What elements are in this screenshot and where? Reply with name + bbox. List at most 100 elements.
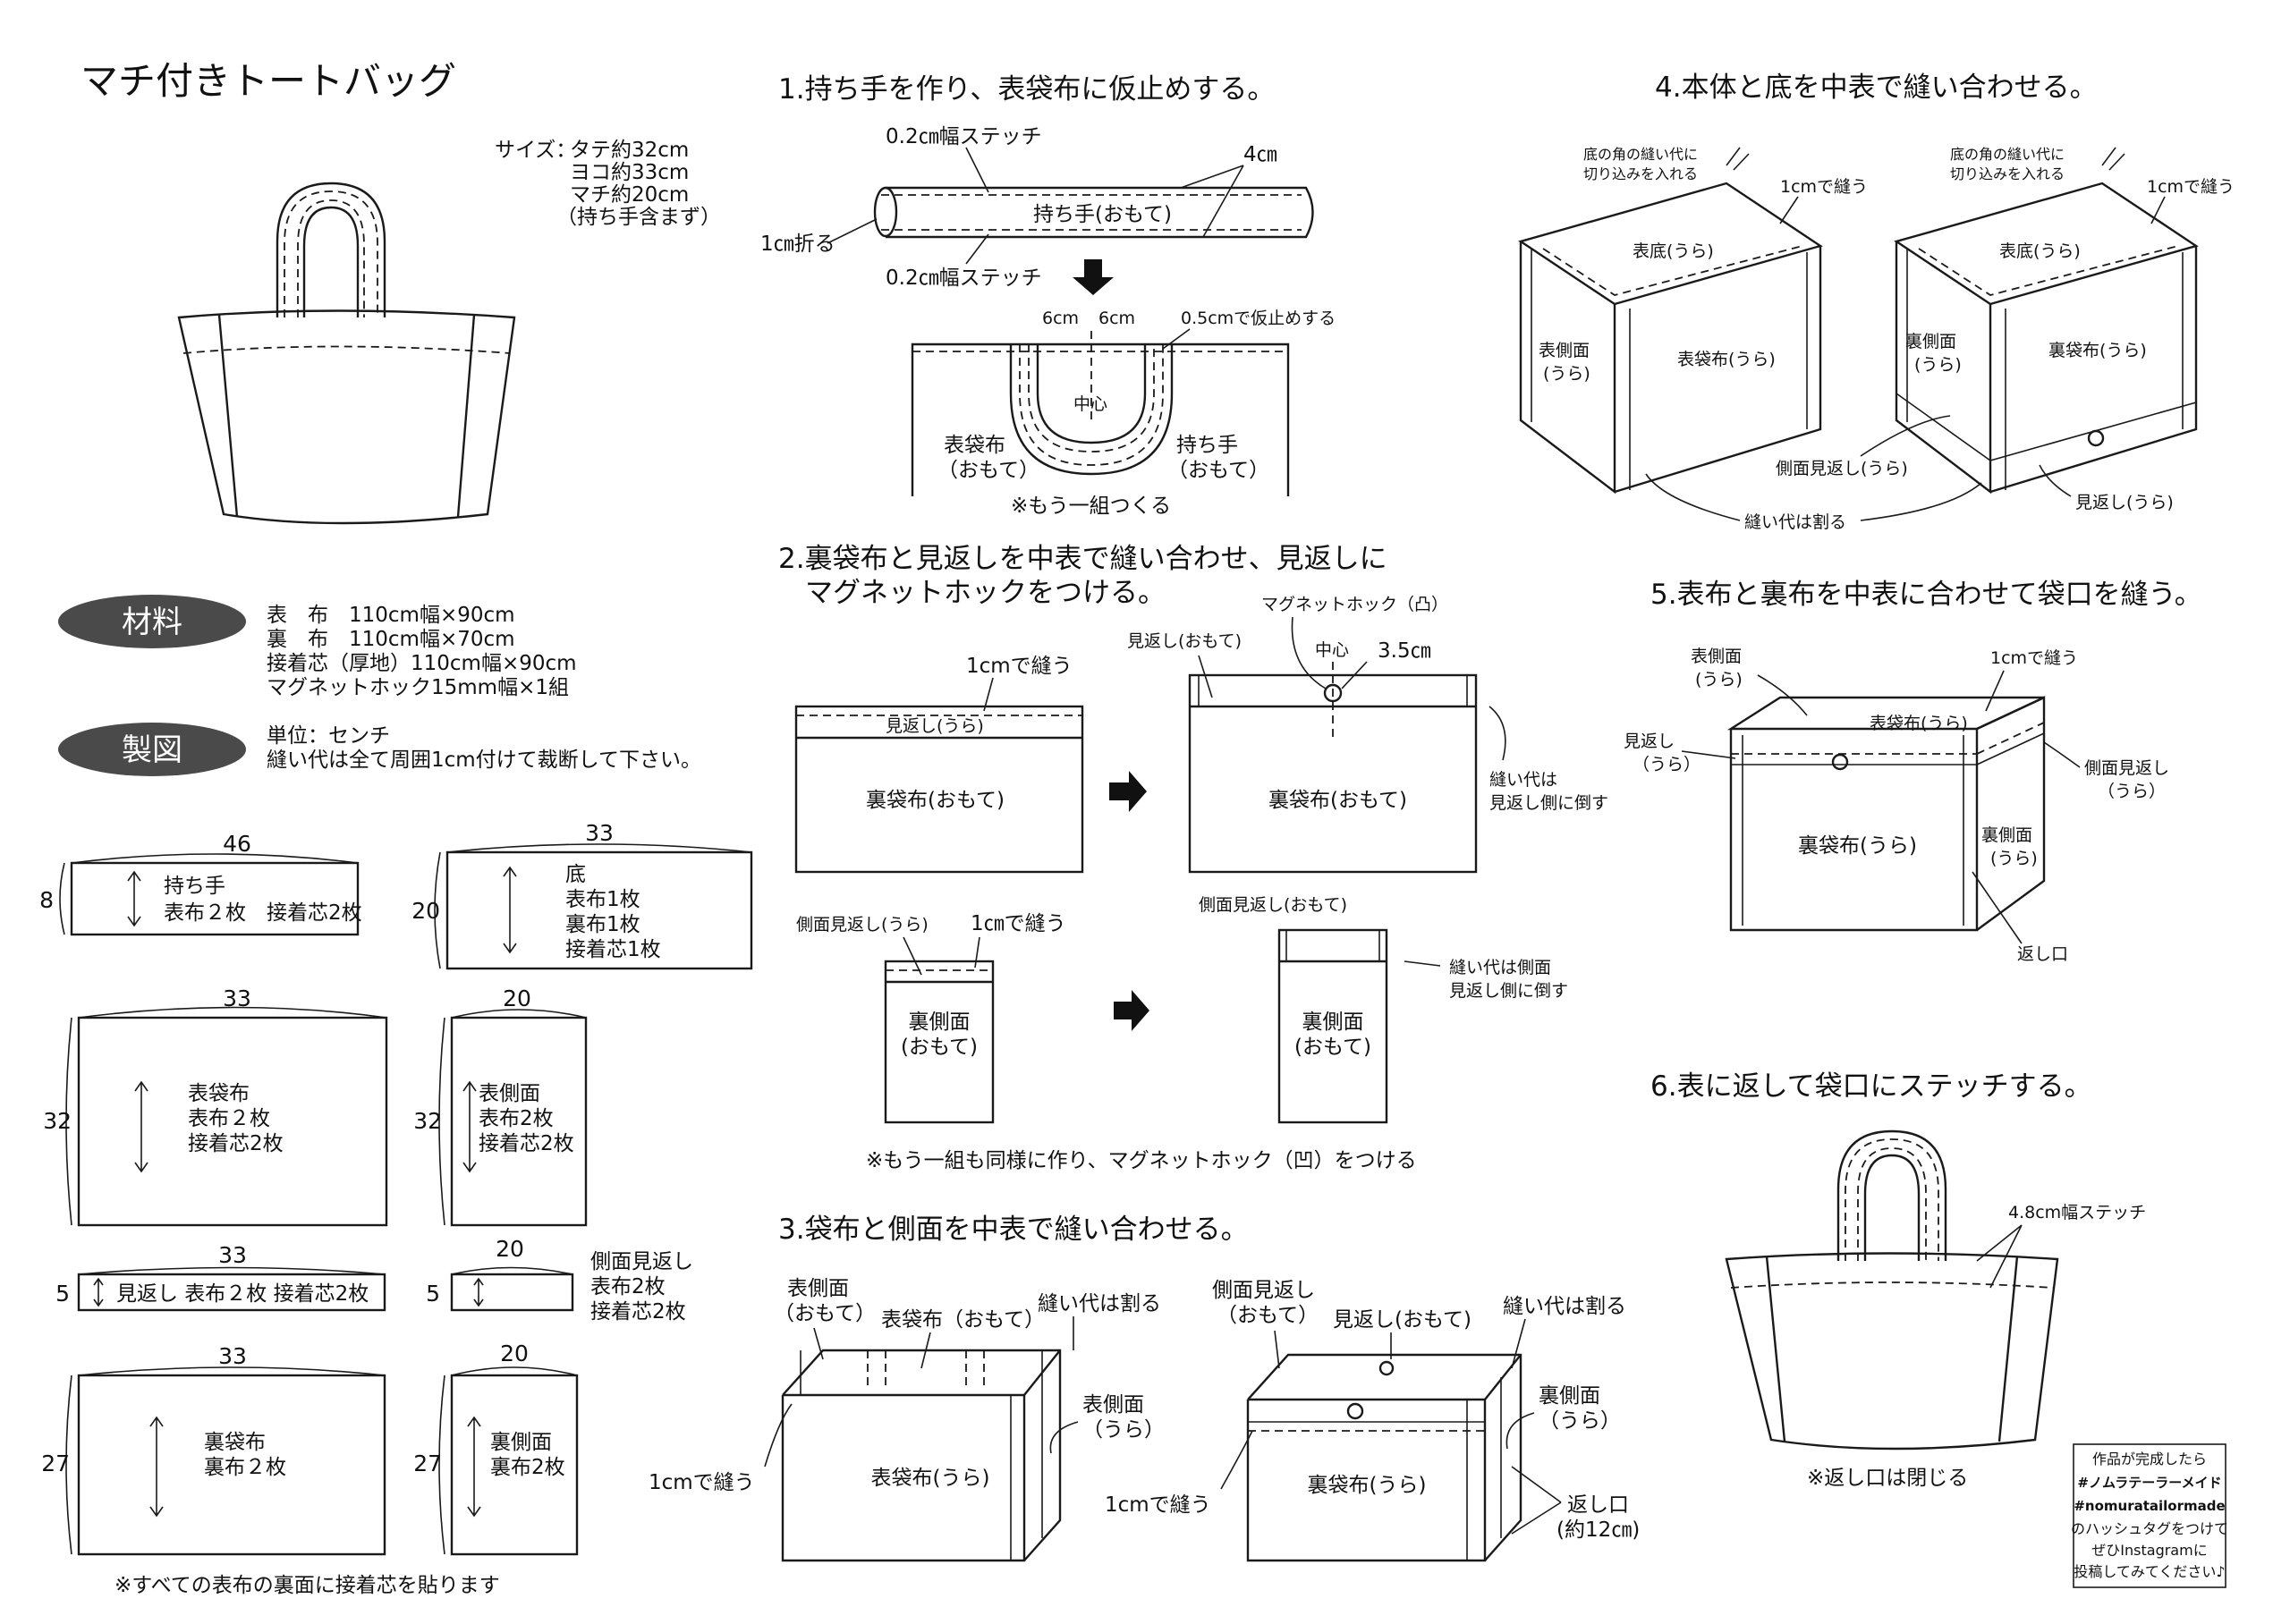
dimension-width: 20 bbox=[500, 1341, 529, 1366]
sew-label: 1cmで縫う bbox=[1105, 1493, 1211, 1517]
materials-section: 材料 表 布 110cm幅×90cm 裏 布 110cm幅×70cm 接着芯（厚… bbox=[58, 595, 577, 699]
material-line: マグネットホック15mm幅×1組 bbox=[267, 676, 569, 699]
pattern-piece-side-facing: 20 5 側面見返し 表布2枚 接着芯2枚 bbox=[426, 1236, 693, 1324]
dimension-width: 20 bbox=[503, 985, 531, 1011]
right-arrow-icon bbox=[1114, 990, 1149, 1031]
hashtag-line: #ノムラテーラーメイド bbox=[2077, 1475, 2221, 1491]
side-label: 表側面 bbox=[1082, 1393, 1144, 1417]
facing-label: （うら） bbox=[1633, 755, 1701, 774]
page-title: マチ付きトートバッグ bbox=[81, 59, 456, 103]
pattern-line: 縫い代は全て周囲1cm付けて裁断して下さい。 bbox=[267, 749, 701, 772]
step2: 2.裏袋布と見返しを中表で縫い合わせ、見返しに マグネットホックをつける。 見返… bbox=[778, 543, 1608, 1172]
bottom-label: 表袋布(うら) bbox=[1870, 714, 1968, 733]
side-lining-label: 裏側面 bbox=[1302, 1011, 1364, 1034]
outer-label: 表袋布（おもて） bbox=[881, 1308, 1045, 1332]
stitch-label: 4.8cm幅ステッチ bbox=[2008, 1203, 2146, 1222]
dimension-width: 46 bbox=[223, 831, 251, 857]
side-lining-label: 裏側面 bbox=[909, 1011, 971, 1034]
piece-label: 表布1枚 bbox=[565, 888, 640, 911]
hashtag-line: 作品が完成したら bbox=[2092, 1451, 2207, 1468]
piece-label: 側面見返し bbox=[590, 1250, 693, 1273]
notch-label: 底の角の縫い代に bbox=[1950, 146, 2065, 163]
magnet-icon bbox=[1378, 1360, 1395, 1376]
baste-label: 0.5cmで仮止めする bbox=[1181, 309, 1336, 328]
bottom-label: 表底(うら) bbox=[1999, 241, 2081, 261]
finished-bag-illustration bbox=[177, 182, 516, 525]
dimension-height: 8 bbox=[39, 887, 54, 913]
dimension-width: 33 bbox=[218, 1242, 247, 1268]
side-label: 表側面 bbox=[787, 1277, 849, 1300]
piece-label: 裏側面 bbox=[490, 1431, 552, 1454]
dimension-width: 33 bbox=[585, 820, 614, 846]
size-line: ヨコ約33cm bbox=[570, 161, 689, 184]
notch-label: 底の角の縫い代に bbox=[1583, 146, 1698, 163]
piece-label: 表布２枚 bbox=[188, 1107, 270, 1130]
pattern-badge bbox=[58, 723, 246, 776]
facing-label: 見返し bbox=[1624, 732, 1675, 751]
material-line: 接着芯（厚地）110cm幅×90cm bbox=[267, 652, 577, 675]
press-label: 縫い代は側面 bbox=[1449, 958, 1551, 977]
magnet-icon bbox=[1323, 683, 1343, 703]
material-line: 裏 布 110cm幅×70cm bbox=[267, 628, 515, 651]
size-line: タテ約32cm bbox=[570, 139, 689, 162]
dimension-height: 32 bbox=[413, 1108, 442, 1134]
press-label: 見返し側に倒す bbox=[1449, 981, 1568, 1001]
step6: 6.表に返して袋口にステッチする。 4.8cm幅ステッチ ※返し口は閉じる bbox=[1650, 1070, 2146, 1490]
stitch-label: 0.2㎝幅ステッチ bbox=[886, 266, 1042, 290]
piece-label: 裏袋布 bbox=[204, 1431, 266, 1454]
side-facing-label: 側面見返し(おもて) bbox=[1199, 895, 1347, 915]
strap-label: 持ち手(おもて) bbox=[1033, 203, 1172, 226]
side-facing-label: 側面見返し bbox=[2084, 758, 2169, 778]
side-label: 裏側面 bbox=[1905, 332, 1956, 351]
side-label: （うら） bbox=[1082, 1418, 1165, 1442]
hashtag-line: #nomuratailormade bbox=[2074, 1498, 2225, 1514]
step2-title: 2.裏袋布と見返しを中表で縫い合わせ、見返しに bbox=[778, 543, 1387, 575]
dimension-width: 20 bbox=[496, 1236, 524, 1262]
press-label: 縫い代は bbox=[1489, 770, 1557, 790]
magnet-icon bbox=[1346, 1402, 1364, 1420]
fold-label: 1㎝折る bbox=[760, 233, 835, 256]
hashtag-box: 作品が完成したら #ノムラテーラーメイド #nomuratailormade の… bbox=[2071, 1443, 2228, 1588]
side-label: (うら) bbox=[1543, 364, 1590, 384]
piece-label: 表側面 bbox=[479, 1082, 540, 1105]
open-label: 縫い代は割る bbox=[1744, 512, 1846, 532]
hashtag-line: ぜひInstagramに bbox=[2091, 1542, 2207, 1559]
side-label: （うら） bbox=[1539, 1409, 1621, 1433]
pattern-piece-lining-side: 20 27 裏側面 裏布2枚 bbox=[413, 1341, 579, 1556]
side-label: (うら) bbox=[1695, 670, 1743, 689]
press-label: 見返し側に倒す bbox=[1489, 793, 1608, 813]
magnet-label: マグネットホック（凸） bbox=[1261, 595, 1448, 614]
outer-label: 表袋布 bbox=[944, 434, 1005, 457]
pattern-piece-handle: 46 8 持ち手 表布２枚 接着芯2枚 bbox=[39, 831, 362, 936]
scissors-icon bbox=[1726, 147, 1750, 171]
piece-label: 見返し 表布２枚 接着芯2枚 bbox=[116, 1282, 369, 1306]
gap-label: (約12㎝) bbox=[1556, 1518, 1640, 1542]
dimension-height: 5 bbox=[426, 1281, 440, 1307]
side-label: (うら) bbox=[1990, 849, 2038, 868]
hashtag-line: 投稿してみてください♪ bbox=[2074, 1563, 2225, 1580]
step1: 1.持ち手を作り、表袋布に仮止めする。 持ち手(おもて) 0.2㎝幅ステッチ 4… bbox=[760, 73, 1336, 518]
side-facing-label: 側面見返し bbox=[1212, 1279, 1315, 1302]
step4: 4.本体と底を中表で縫い合わせる。 表底(うら) 表側面 (うら) 表袋布(うら… bbox=[1518, 72, 2235, 532]
scissors-icon bbox=[2101, 147, 2125, 171]
pattern-piece-bottom: 33 20 底 表布1枚 裏布1枚 接着芯1枚 bbox=[411, 820, 753, 970]
side-label: （おもて） bbox=[774, 1302, 876, 1325]
notch-label: 切り込みを入れる bbox=[1583, 165, 1698, 182]
size-line: （持ち手含まず） bbox=[556, 206, 721, 229]
material-line: 表 布 110cm幅×90cm bbox=[267, 604, 515, 627]
piece-label: 接着芯1枚 bbox=[565, 938, 661, 961]
piece-label: 表布2枚 bbox=[479, 1107, 554, 1130]
piece-label: 裏布２枚 bbox=[204, 1456, 286, 1479]
notch-label: 切り込みを入れる bbox=[1950, 165, 2065, 182]
step5: 5.表布と裏布を中表に合わせて袋口を縫う。 表袋布(うら) 裏袋布(うら) 表側… bbox=[1624, 579, 2202, 964]
piece-label: 表袋布 bbox=[188, 1082, 250, 1105]
step6-note: ※返し口は閉じる bbox=[1807, 1467, 1968, 1490]
size-line: マチ約20cm bbox=[570, 183, 689, 207]
side-facing-label: （うら） bbox=[2098, 782, 2166, 801]
side-label: 表側面 bbox=[1539, 341, 1590, 360]
step4-title: 4.本体と底を中表で縫い合わせる。 bbox=[1655, 72, 2098, 104]
right-arrow-icon bbox=[1109, 771, 1147, 812]
dimension-height: 20 bbox=[411, 898, 440, 924]
side-facing-label: 側面見返し(うら) bbox=[796, 915, 929, 935]
